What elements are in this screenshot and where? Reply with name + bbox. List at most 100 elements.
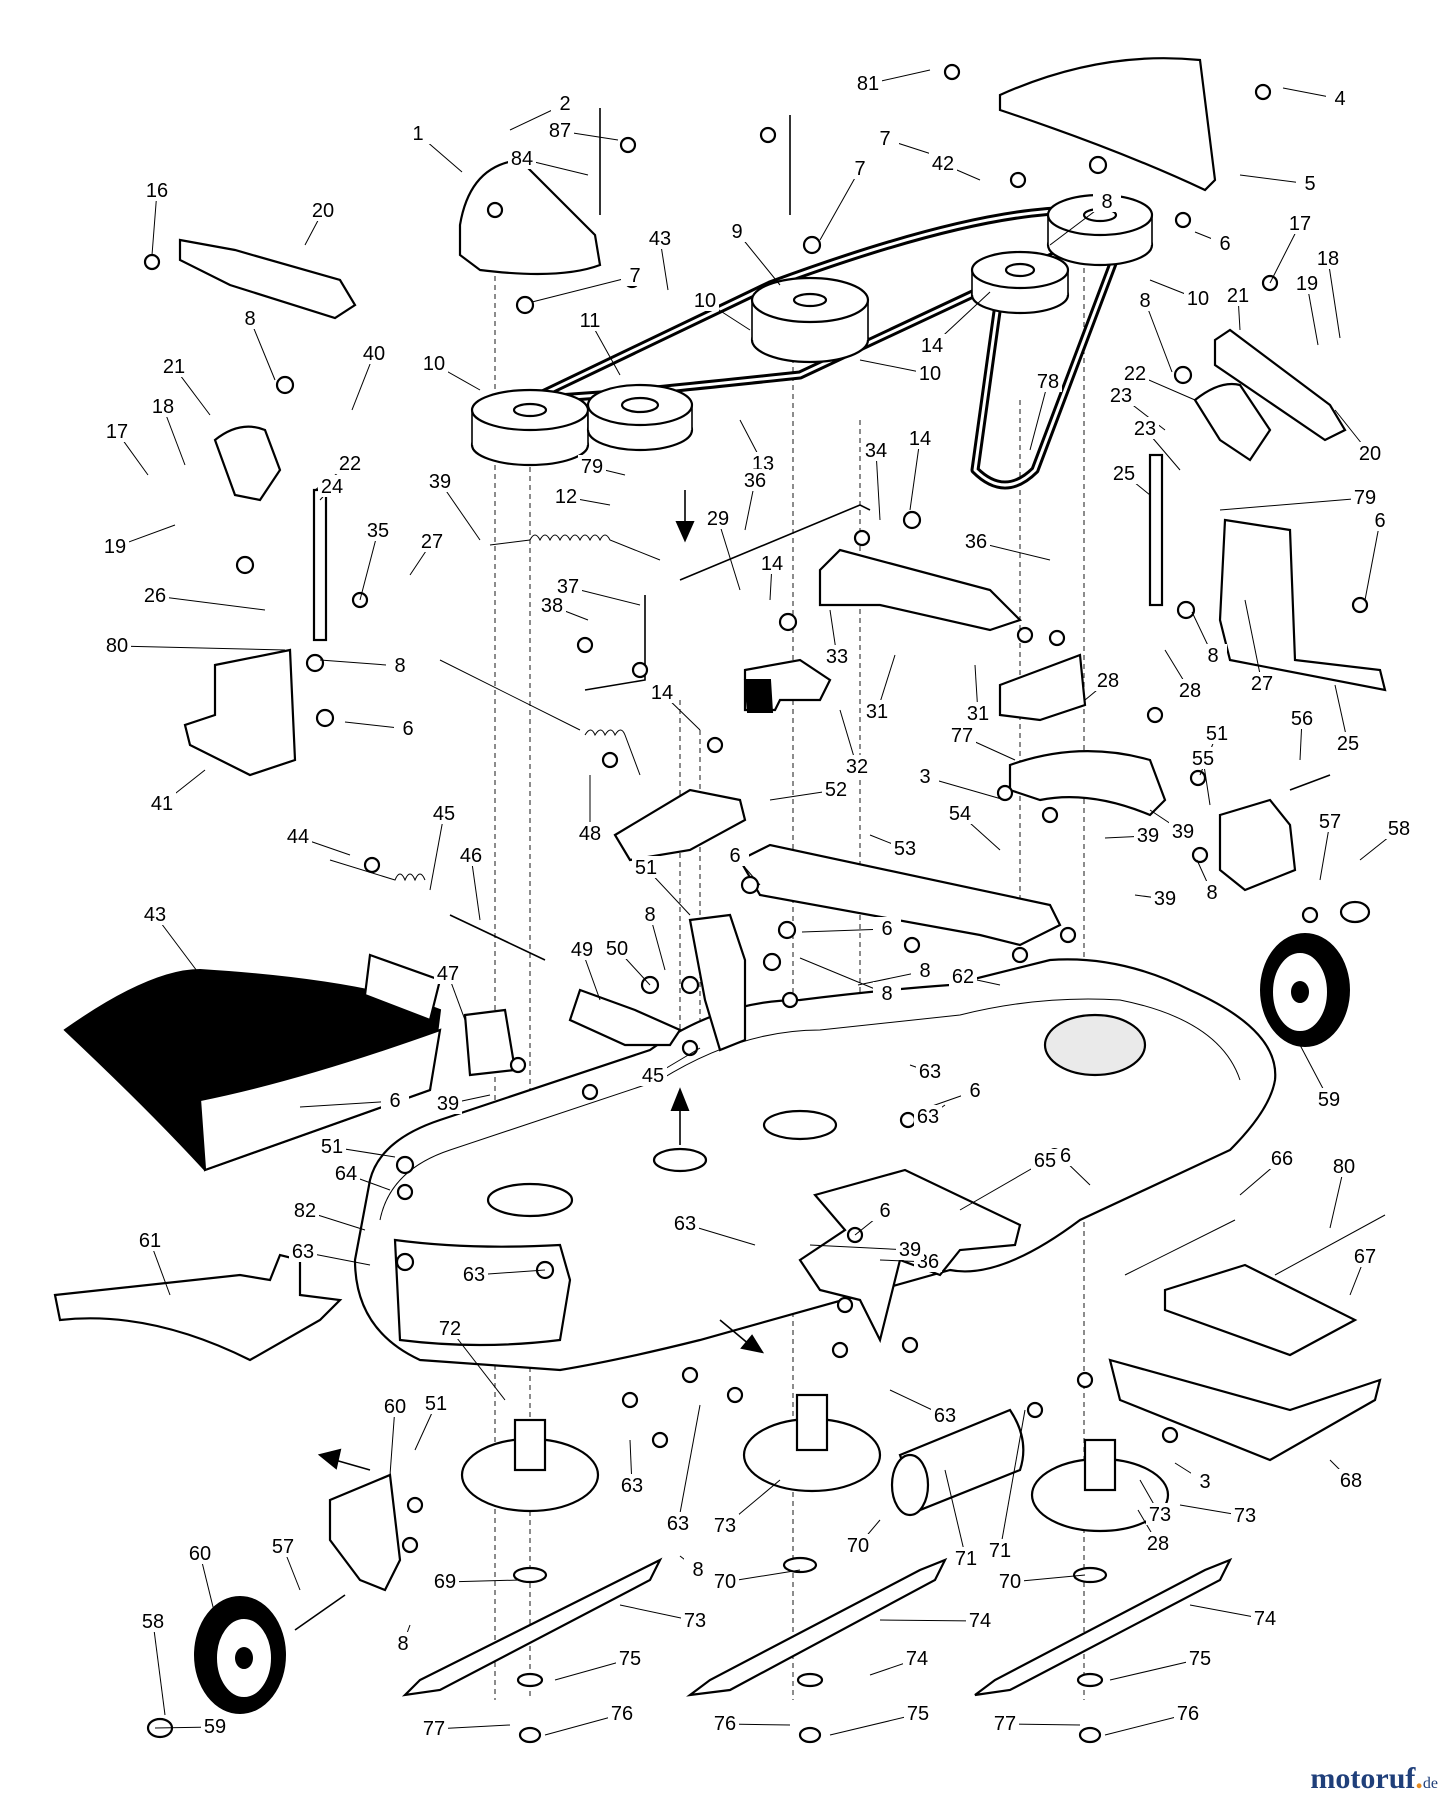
bracket-53 (613, 788, 747, 862)
leader-line (875, 450, 881, 521)
callout-45: 45 (642, 1065, 664, 1087)
callout-bg (1224, 284, 1252, 306)
callout-84: 84 (511, 148, 533, 170)
bracket-48 (463, 1008, 517, 1077)
callout-bg (914, 1105, 942, 1127)
callout-bg (103, 420, 131, 442)
callout-bg (871, 127, 899, 149)
leader-line (154, 595, 266, 611)
leader-line (717, 518, 741, 591)
callout-bg (269, 1535, 297, 1557)
callout-9: 9 (731, 221, 742, 243)
callout-bg (863, 700, 891, 722)
callout-bg (911, 959, 939, 981)
callout-82: 82 (294, 1200, 316, 1222)
callout-bg (929, 152, 957, 174)
callout-bg (318, 1135, 346, 1157)
callout-bg (186, 1542, 214, 1564)
callout-7: 7 (629, 265, 640, 287)
callout-10: 10 (919, 363, 941, 385)
callout-bg (636, 903, 664, 925)
callout-25: 25 (1337, 733, 1359, 755)
callout-bg (1174, 1702, 1202, 1724)
callout-87: 87 (549, 120, 571, 142)
callout-8: 8 (1206, 882, 1217, 904)
callout-bg (691, 289, 719, 311)
callout-28: 28 (1147, 1533, 1169, 1555)
bracket-22-right (1193, 382, 1272, 462)
leader-line (359, 530, 379, 601)
callout-bg (664, 1512, 692, 1534)
leader-line (152, 1621, 166, 1716)
callout-bg (394, 717, 422, 739)
blade-center (686, 1557, 948, 1697)
leader-line (1109, 1658, 1201, 1681)
bracket-78 (1008, 750, 1167, 817)
callout-6: 6 (1374, 510, 1385, 532)
callout-bg (854, 72, 882, 94)
baffle-84 (393, 1238, 572, 1347)
callout-bg (903, 1647, 931, 1669)
callout-bg (552, 485, 580, 507)
callout-59: 59 (204, 1716, 226, 1738)
gauge-wheels (146, 774, 1371, 1739)
callout-bg (1203, 722, 1231, 744)
callout-6: 6 (969, 1080, 980, 1102)
callout-21: 21 (163, 356, 185, 378)
callout-bg (639, 1064, 667, 1086)
callout-bg (711, 1570, 739, 1592)
callout-79: 79 (1354, 487, 1376, 509)
callout-bg (904, 1702, 932, 1724)
callout-bg (896, 1238, 924, 1260)
callout-63: 63 (934, 1405, 956, 1427)
callout-bg (101, 535, 129, 557)
callout-bg (843, 755, 871, 777)
mower-deck (353, 958, 1277, 1372)
pulley-center-10 (750, 276, 870, 364)
callout-63: 63 (621, 1475, 643, 1497)
leader-line (199, 1553, 216, 1616)
callout-56: 56 (1291, 708, 1313, 730)
callout-75: 75 (619, 1648, 641, 1670)
callout-8: 8 (644, 904, 655, 926)
callout-bg (916, 1060, 944, 1082)
callout-26: 26 (144, 585, 166, 607)
callout-bg (332, 1162, 360, 1184)
callout-71: 71 (955, 1548, 977, 1570)
arrow-left-icon (334, 1459, 371, 1471)
callout-bg (1337, 1469, 1365, 1491)
callout-74: 74 (969, 1610, 991, 1632)
callout-8: 8 (1139, 290, 1150, 312)
callout-bg (646, 227, 674, 249)
callout-51: 51 (321, 1136, 343, 1158)
callout-18: 18 (1317, 248, 1339, 270)
callout-8: 8 (1207, 645, 1218, 667)
callout-59: 59 (1318, 1089, 1340, 1111)
callout-6: 6 (402, 718, 413, 740)
callout-bg (1385, 817, 1413, 839)
callout-48: 48 (579, 823, 601, 845)
callout-36: 36 (965, 531, 987, 553)
callout-bg (952, 1547, 980, 1569)
callout-bg (291, 1199, 319, 1221)
callout-19: 19 (1296, 273, 1318, 295)
callout-21: 21 (1227, 285, 1249, 307)
arm-21-right (1213, 328, 1347, 442)
spindle-center (742, 1393, 882, 1574)
callout-8: 8 (881, 983, 892, 1005)
deflector-62 (53, 1253, 343, 1362)
pulleys (470, 193, 1154, 467)
callout-14: 14 (651, 682, 673, 704)
callout-bg (139, 1610, 167, 1632)
leader-line (389, 1406, 396, 1476)
callout-bg (136, 1229, 164, 1251)
callout-28: 28 (1097, 670, 1119, 692)
callout-bg (1356, 442, 1384, 464)
callout-bg (741, 469, 769, 491)
callout-bg (386, 654, 414, 676)
callout-7: 7 (879, 128, 890, 150)
callout-33: 33 (826, 646, 848, 668)
hardware (143, 63, 1369, 1554)
bracket-61 (328, 1473, 402, 1592)
callout-bg (436, 1317, 464, 1339)
